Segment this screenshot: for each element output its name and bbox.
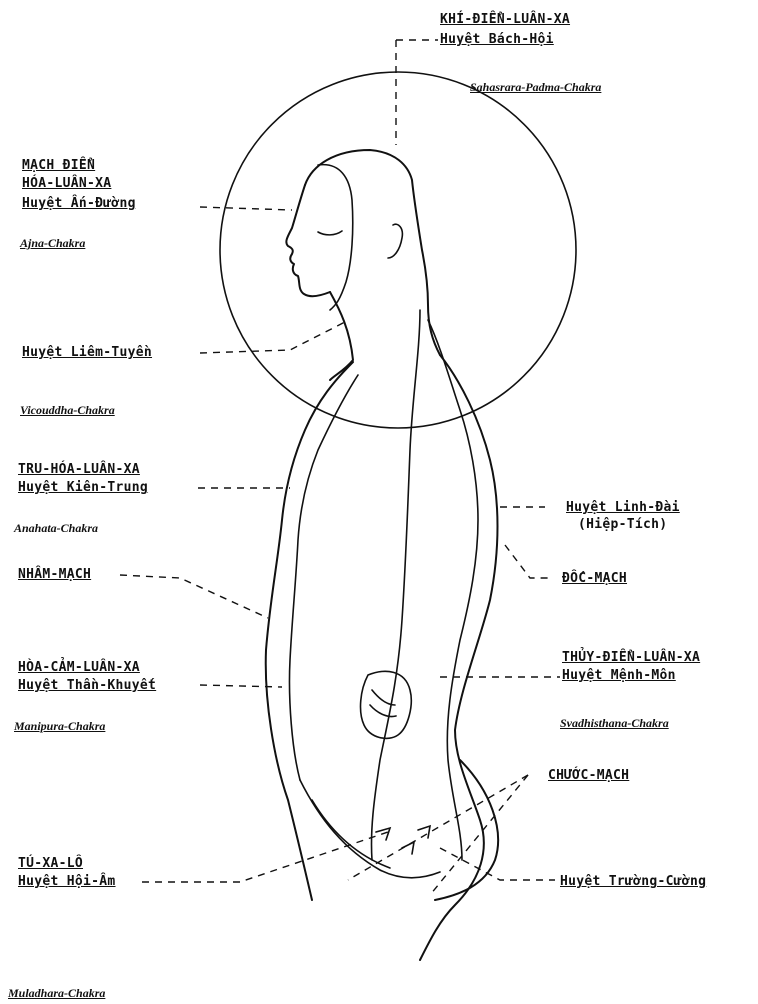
ajna-line2: HÓA-LUÂN-XA: [22, 176, 111, 191]
root-chakra-label: Muladhara-Chakra: [8, 986, 105, 1001]
heart-main-label: TRU-HÓA-LUÂN-XA: [18, 462, 140, 477]
ajna-chakra-label: Ajna-Chakra: [20, 236, 85, 251]
root-main-label: TÚ-XA-LÔ: [18, 856, 83, 871]
solar-point-label: Huyệt Thần-Khuyết: [18, 678, 156, 693]
top-main-label: KHÍ-ĐIỂN-LUÂN-XA: [440, 12, 570, 27]
solar-chakra-label: Manipura-Chakra: [14, 719, 105, 734]
heart-point-label: Huyệt Kiên-Trung: [18, 480, 148, 495]
sacral-point-label: Huyệt Mệnh-Môn: [562, 668, 676, 683]
top-chakra-label: Sahasrara-Padma-Chakra: [470, 80, 601, 95]
solar-main-label: HÒA-CẢM-LUÂN-XA: [18, 660, 140, 675]
sacral-main-label: THỦY-ĐIỂN-LUÂN-XA: [562, 650, 700, 665]
leader-lines: [120, 40, 560, 895]
throat-point-label: Huyệt Liêm-Tuyền: [22, 345, 152, 360]
top-point-label: Huyệt Bách-Hội: [440, 32, 554, 47]
root-point-label: Huyệt Hội-Âm: [18, 874, 116, 889]
back-point-sub-label: (Hiệp-Tích): [578, 517, 667, 532]
nham-mach-label: NHÂM-MẠCH: [18, 567, 91, 582]
chuoc-mach-label: CHƯỚC-MẠCH: [548, 768, 629, 783]
body-outline: [266, 150, 498, 960]
ajna-point-label: Huyệt Ấn-Đường: [22, 196, 136, 211]
tail-point-label: Huyệt Trường-Cường: [560, 874, 706, 889]
doc-mach-label: ĐỐC-MẠCH: [562, 571, 627, 586]
ajna-line1: MẠCH ĐIỂN: [22, 158, 95, 173]
throat-chakra-label: Vicouddha-Chakra: [20, 403, 115, 418]
sacral-chakra-label: Svadhisthana-Chakra: [560, 716, 669, 731]
back-point-label: Huyệt Linh-Đài: [566, 500, 680, 515]
heart-chakra-label: Anahata-Chakra: [14, 521, 98, 536]
